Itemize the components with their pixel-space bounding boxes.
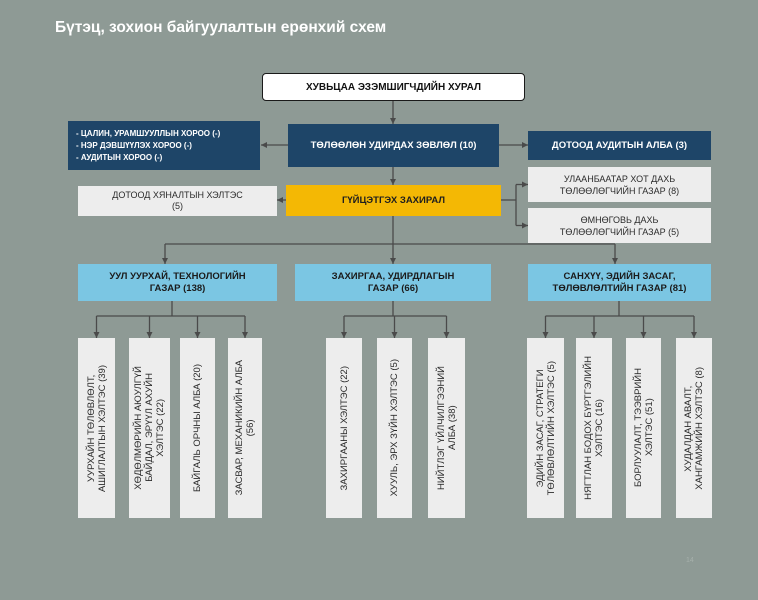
ulaanbaatar-office-label: УЛААНБААТАР ХОТ ДАХЬ ТӨЛӨӨЛӨГЧИЙН ГАЗАР … [559, 173, 680, 196]
unit-box: БАЙГАЛЬ ОРЧНЫ АЛБА (20) [180, 338, 215, 518]
unit-box: НЯГТЛАН БОДОХ БҮРТГЭЛИЙН ХЭЛТЭС (16) [576, 338, 612, 518]
division-label: УУЛ УУРХАЙ, ТЕХНОЛОГИЙН ГАЗАР (138) [109, 270, 246, 294]
board-committees-list: - ЦАЛИН, УРАМШУУЛЛЫН ХОРОО (-) - НЭР ДЭВ… [76, 128, 220, 164]
unit-label: ЗАХИРГААНЫ ХЭЛТЭС (22) [338, 365, 350, 491]
internal-audit-label: ДОТООД АУДИТЫН АЛБА (3) [551, 140, 688, 151]
unit-label: БАЙГАЛЬ ОРЧНЫ АЛБА (20) [192, 364, 203, 492]
page-number: 14 [686, 557, 694, 564]
unit-box: НИЙТЛЭГ ҮЙЛЧИЛГЭЭНИЙ АЛБА (38) [428, 338, 465, 518]
administration-division-box: ЗАХИРГАА, УДИРДЛАГЫН ГАЗАР (66) [295, 264, 491, 301]
committee-item: - ЦАЛИН, УРАМШУУЛЛЫН ХОРОО (-) [76, 128, 221, 138]
finance-planning-division-box: САНХҮҮ, ЭДИЙН ЗАСАГ, ТӨЛӨВЛӨЛТИЙН ГАЗАР … [528, 264, 711, 301]
mining-technology-division-box: УУЛ УУРХАЙ, ТЕХНОЛОГИЙН ГАЗАР (138) [78, 264, 277, 301]
committee-item: - АУДИТЫН ХОРОО (-) [76, 152, 163, 162]
division-label: САНХҮҮ, ЭДИЙН ЗАСАГ, ТӨЛӨВЛӨЛТИЙН ГАЗАР … [552, 270, 687, 294]
internal-control-label: ДОТООД ХЯНАЛТЫН ХЭЛТЭС (5) [112, 190, 243, 211]
shareholders-meeting-box: ХУВЬЦАА ЭЗЭМШИГЧДИЙН ХУРАЛ [262, 73, 525, 101]
board-committees-box: - ЦАЛИН, УРАМШУУЛЛЫН ХОРОО (-) - НЭР ДЭВ… [68, 121, 260, 170]
board-of-directors-box: ТӨЛӨӨЛӨН УДИРДАХ ЗӨВЛӨЛ (10) [288, 124, 499, 167]
umnugovi-office-label: ӨМНӨГОВЬ ДАХЬ ТӨЛӨӨЛӨГЧИЙН ГАЗАР (5) [559, 214, 680, 237]
committee-item: - НЭР ДЭВШҮҮЛЭХ ХОРОО (-) [76, 140, 192, 150]
unit-box: БОРЛУУЛАЛТ, ТЭЭВРИЙН ХЭЛТЭС (51) [626, 338, 661, 518]
board-of-directors-label: ТӨЛӨӨЛӨН УДИРДАХ ЗӨВЛӨЛ (10) [310, 140, 477, 151]
unit-label: БОРЛУУЛАЛТ, ТЭЭВРИЙН ХЭЛТЭС (51) [632, 368, 655, 488]
unit-label: ХӨДӨЛМӨРИЙН АЮУЛГҮЙ БАЙДАЛ, ЭРҮҮЛ АХУЙН … [133, 366, 166, 490]
unit-label: ЗАСВАР, МЕХАНИКИЙН АЛБА (56) [234, 360, 256, 496]
unit-label: ЭДИЙН ЗАСАГ, СТРАТЕГИ ТӨЛӨВЛӨЛТИЙН ХЭЛТЭ… [534, 360, 557, 496]
umnugovi-office-box: ӨМНӨГОВЬ ДАХЬ ТӨЛӨӨЛӨГЧИЙН ГАЗАР (5) [528, 208, 711, 243]
unit-box: ЭДИЙН ЗАСАГ, СТРАТЕГИ ТӨЛӨВЛӨЛТИЙН ХЭЛТЭ… [527, 338, 564, 518]
unit-label: НИЙТЛЭГ ҮЙЛЧИЛГЭЭНИЙ АЛБА (38) [435, 365, 458, 490]
division-label: ЗАХИРГАА, УДИРДЛАГЫН ГАЗАР (66) [331, 270, 455, 294]
shareholders-meeting-label: ХУВЬЦАА ЭЗЭМШИГЧДИЙН ХУРАЛ [306, 81, 481, 93]
unit-label: НЯГТЛАН БОДОХ БҮРТГЭЛИЙН ХЭЛТЭС (16) [583, 356, 605, 500]
unit-box: УУРХАЙН ТӨЛӨВЛӨЛТ, АШИГЛАЛТЫН ХЭЛТЭС (39… [78, 338, 115, 518]
unit-label: УУРХАЙН ТӨЛӨВЛӨЛТ, АШИГЛАЛТЫН ХЭЛТЭС (39… [85, 364, 108, 492]
unit-box: ХУУЛЬ, ЭРХ ЗҮЙН ХЭЛТЭС (5) [377, 338, 412, 518]
ceo-label: ГҮЙЦЭТГЭХ ЗАХИРАЛ [341, 195, 445, 206]
unit-box: ХУДАЛДАН АВАЛТ, ХАНГАМЖИЙН ХЭЛТЭС (8) [676, 338, 712, 518]
ceo-box: ГҮЙЦЭТГЭХ ЗАХИРАЛ [286, 185, 501, 216]
unit-label: ХУДАЛДАН АВАЛТ, ХАНГАМЖИЙН ХЭЛТЭС (8) [683, 366, 705, 490]
internal-audit-box: ДОТООД АУДИТЫН АЛБА (3) [528, 131, 711, 160]
internal-control-box: ДОТООД ХЯНАЛТЫН ХЭЛТЭС (5) [78, 186, 277, 216]
unit-box: ЗАХИРГААНЫ ХЭЛТЭС (22) [326, 338, 362, 518]
unit-box: ЗАСВАР, МЕХАНИКИЙН АЛБА (56) [228, 338, 262, 518]
ulaanbaatar-office-box: УЛААНБААТАР ХОТ ДАХЬ ТӨЛӨӨЛӨГЧИЙН ГАЗАР … [528, 167, 711, 202]
slide-title: Бүтэц, зохион байгуулалтын ерөнхий схем [55, 19, 387, 36]
unit-label: ХУУЛЬ, ЭРХ ЗҮЙН ХЭЛТЭС (5) [389, 359, 400, 497]
unit-box: ХӨДӨЛМӨРИЙН АЮУЛГҮЙ БАЙДАЛ, ЭРҮҮЛ АХУЙН … [129, 338, 170, 518]
